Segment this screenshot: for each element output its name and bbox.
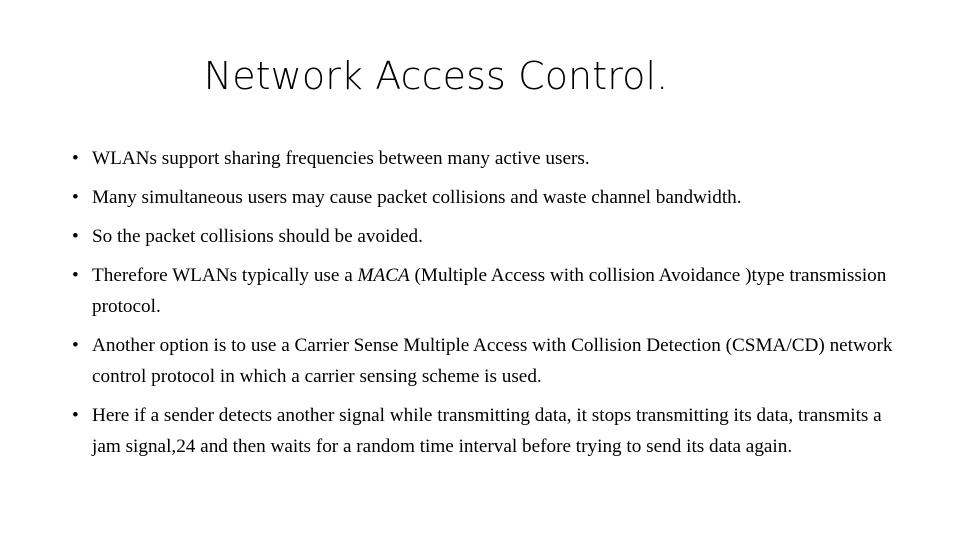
bullet-wlans-support-sharing: WLANs support sharing frequencies betwee… <box>92 148 590 169</box>
bullet-point-icon: • <box>72 148 79 169</box>
bullet-collisions-avoided: So the packet collisions should be avoid… <box>92 226 423 247</box>
bullet-point-icon: • <box>72 187 79 208</box>
bullet-many-simultaneous-users: Many simultaneous users may cause packet… <box>92 187 742 208</box>
list-item: • Many simultaneous users may cause pack… <box>66 182 896 213</box>
bullet-point-icon: • <box>72 335 79 356</box>
maca-text-before: Therefore WLANs typically use a <box>92 265 358 286</box>
bullet-maca-protocol: Therefore WLANs typically use a MACA (Mu… <box>92 260 896 322</box>
bullet-csma-cd: Another option is to use a Carrier Sense… <box>92 335 893 387</box>
page-title: Network Access Control. <box>203 54 669 98</box>
bullet-point-icon: • <box>72 226 79 247</box>
list-item: • So the packet collisions should be avo… <box>66 221 896 252</box>
list-item: • WLANs support sharing frequencies betw… <box>66 143 896 174</box>
list-item: • Another option is to use a Carrier Sen… <box>66 330 896 392</box>
bullet-point-icon: • <box>72 265 79 286</box>
bullet-list: • WLANs support sharing frequencies betw… <box>66 143 896 462</box>
list-item: • Here if a sender detects another signa… <box>66 400 896 462</box>
bullet-jam-signal: Here if a sender detects another signal … <box>92 405 882 457</box>
list-item: • Therefore WLANs typically use a MACA (… <box>66 260 896 322</box>
maca-text-after: (Multiple Access with collision Avoidanc… <box>92 265 887 317</box>
bullet-point-icon: • <box>72 405 79 426</box>
maca-italic-term: MACA <box>357 265 410 286</box>
